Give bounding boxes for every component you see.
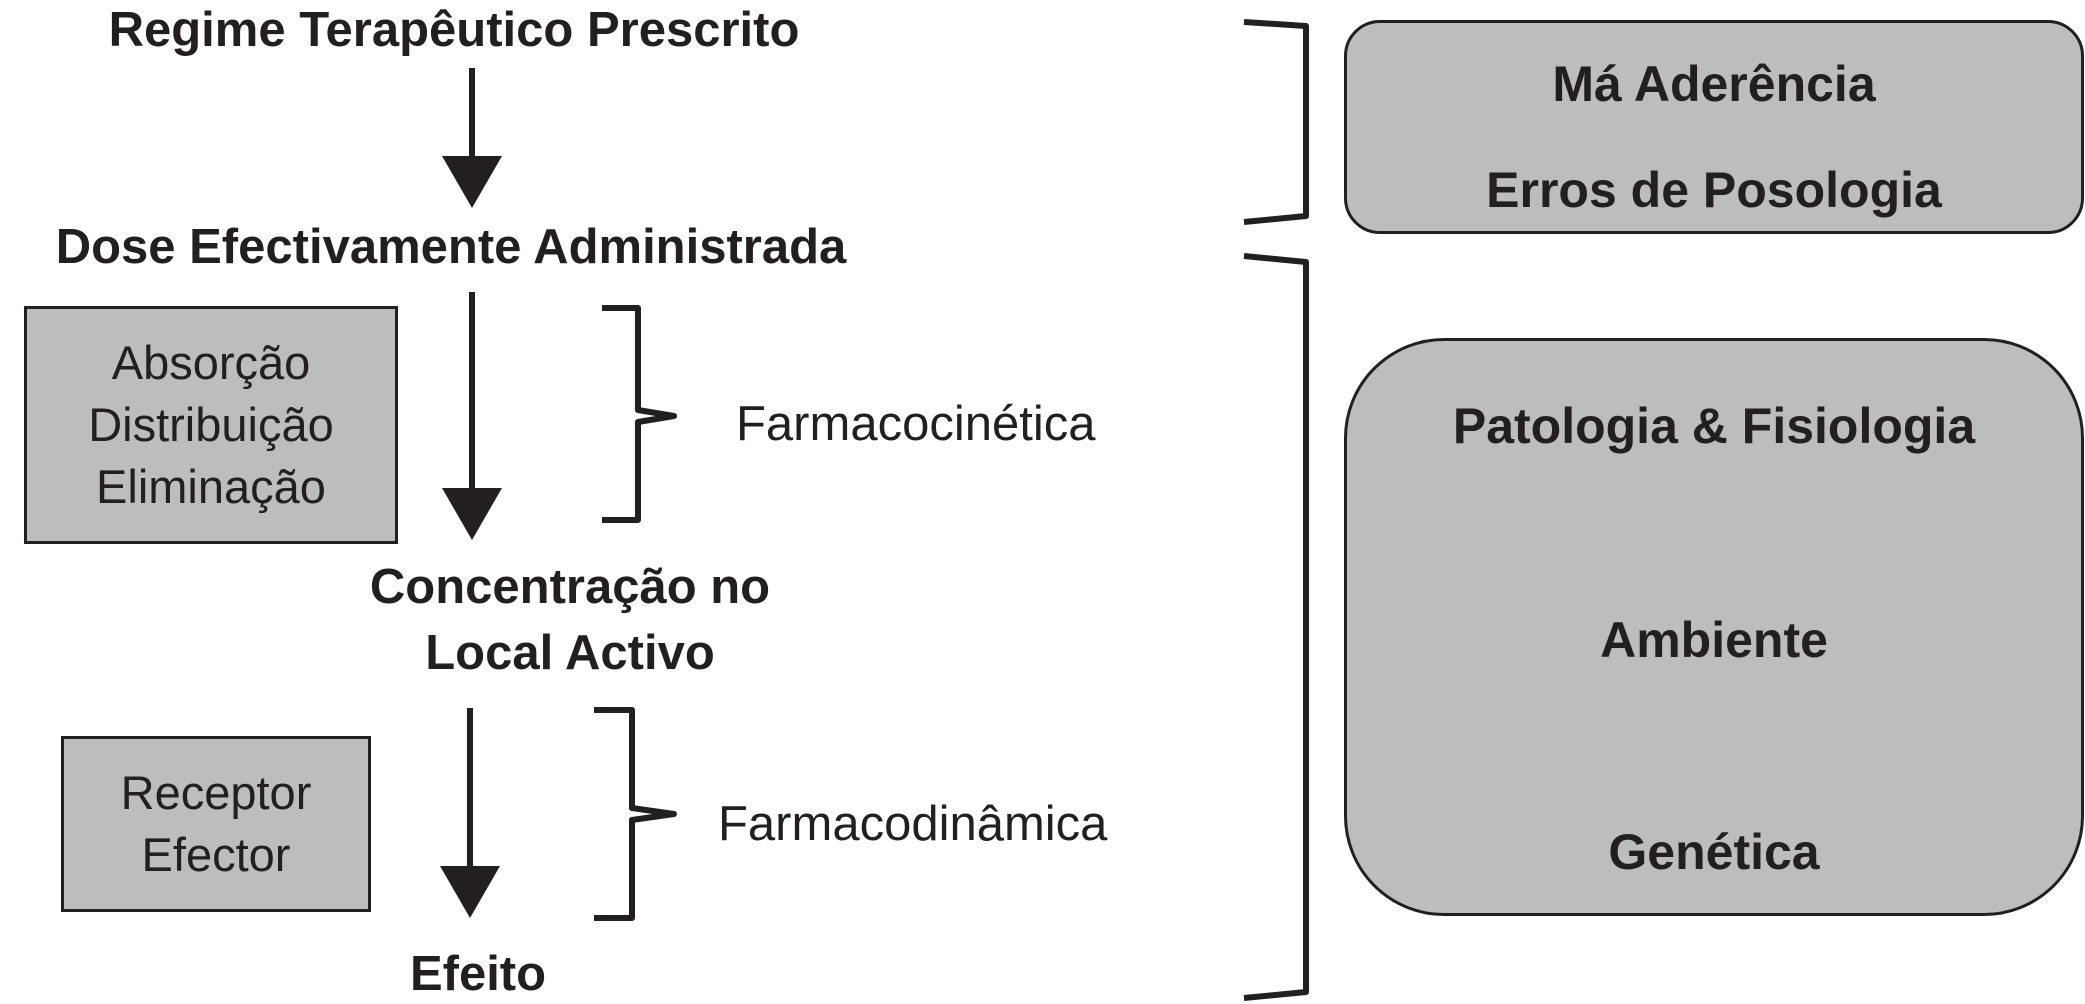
pharmacodynamics-box: Receptor Efector <box>61 736 371 912</box>
pharmacokinetics-label: Farmacocinética <box>736 397 1096 451</box>
step-prescribed-regimen: Regime Terapêutico Prescrito <box>108 3 800 57</box>
distribution-label: Distribuição <box>88 398 334 451</box>
receptor-label: Receptor <box>120 766 312 819</box>
upper-right-brace <box>1243 19 1309 225</box>
patient-factors-box: Patologia & Fisiologia Ambiente Genética <box>1344 338 2084 916</box>
poor-adherence-label: Má Aderência <box>1552 56 1876 112</box>
absorption-label: Absorção <box>111 336 311 389</box>
step-concentration-line1: Concentração no <box>369 560 771 614</box>
genetics-label: Genética <box>1608 824 1820 880</box>
elimination-label: Eliminação <box>96 460 326 513</box>
pharmacodynamics-label: Farmacodinâmica <box>718 797 1108 851</box>
step-concentration: Concentração no Local Activo <box>370 554 770 686</box>
pharmacokinetics-box: Absorção Distribuição Eliminação <box>24 306 398 544</box>
dosing-errors-label: Erros de Posologia <box>1486 162 1942 218</box>
adherence-factors-box: Má Aderência Erros de Posologia <box>1344 20 2084 234</box>
pd-brace <box>594 707 677 921</box>
arrow-prescribed-to-dose <box>442 68 502 208</box>
step-administered-dose: Dose Efectivamente Administrada <box>55 220 847 274</box>
effector-label: Efector <box>141 828 291 881</box>
step-effect: Efeito <box>409 947 547 1001</box>
pk-brace <box>602 305 677 523</box>
environment-label: Ambiente <box>1600 612 1828 668</box>
pathology-physiology-label: Patologia & Fisiologia <box>1452 398 1976 454</box>
step-concentration-line2: Local Activo <box>425 626 715 680</box>
arrow-dose-to-concentration <box>442 292 502 540</box>
lower-right-brace <box>1243 253 1309 1001</box>
arrow-concentration-to-effect <box>440 708 500 918</box>
